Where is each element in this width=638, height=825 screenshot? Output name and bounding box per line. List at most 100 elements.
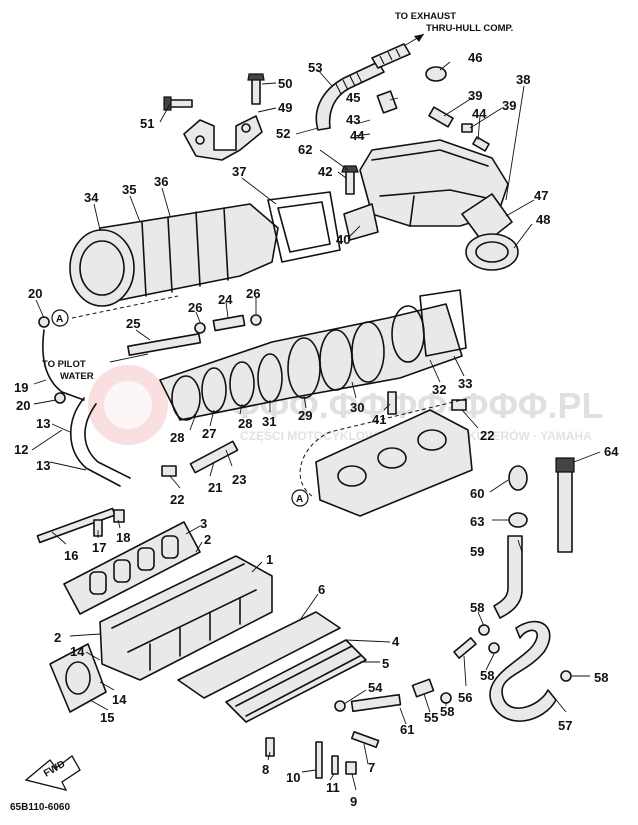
tube-13: [84, 403, 131, 479]
exhaust-note-line2: THRU-HULL COMP.: [426, 23, 513, 34]
callout-56: 56: [458, 690, 472, 705]
callout-14-b: 14: [112, 692, 127, 707]
callout-20-a: 20: [28, 286, 42, 301]
muffler-ribs: [141, 207, 229, 297]
callout-17: 17: [92, 540, 106, 555]
callout-9: 9: [350, 794, 357, 809]
callout-3: 3: [200, 516, 207, 531]
callout-2-b: 2: [54, 630, 61, 645]
callout-7: 7: [368, 760, 375, 775]
hose-59: [493, 535, 523, 619]
callout-32: 32: [432, 382, 446, 397]
callout-1: 1: [266, 552, 273, 567]
sleeve-55: [411, 678, 435, 698]
callout-26-b: 26: [246, 286, 260, 301]
clamp-58-2: [488, 642, 500, 654]
callout-42: 42: [318, 164, 332, 179]
callout-6: 6: [318, 582, 325, 597]
hose-cap: [425, 66, 447, 82]
fitting-39: [428, 106, 454, 128]
bracket-hole-2: [241, 123, 251, 133]
exhaust-arrow-head: [414, 34, 424, 42]
callout-22-b: 22: [480, 428, 494, 443]
manifold-detail: [111, 563, 257, 671]
gasket-15-port: [65, 661, 91, 695]
callout-50: 50: [278, 76, 292, 91]
svg-text:A: A: [296, 494, 303, 505]
callout-19: 19: [14, 380, 28, 395]
gasket-37-inner: [277, 201, 331, 253]
bolt-41: [387, 391, 397, 415]
fitting-44: [472, 136, 490, 152]
thru-hull-hose: [371, 43, 411, 69]
callout-34: 34: [84, 190, 99, 205]
callout-40: 40: [336, 232, 350, 247]
washer-26b: [250, 314, 262, 326]
callouts: 50 49 51 52 53 45 43 44 62 46 38 39 39 4…: [14, 50, 619, 809]
bolt-50: [251, 77, 261, 105]
callout-13-a: 13: [36, 416, 50, 431]
fwd-arrow: FWD: [24, 755, 81, 791]
callout-2-a: 2: [204, 532, 211, 547]
svg-text:A: A: [56, 314, 63, 325]
callout-37: 37: [232, 164, 246, 179]
callout-55: 55: [424, 710, 438, 725]
callout-30: 30: [350, 400, 364, 415]
thru-hull-ribs: [379, 48, 401, 65]
pipe-21: [189, 440, 239, 474]
gasket-37: [267, 191, 341, 263]
callout-46: 46: [468, 50, 482, 65]
callout-58-b: 58: [480, 668, 494, 683]
pipe-64: [557, 469, 573, 553]
callout-25: 25: [126, 316, 140, 331]
callout-16: 16: [64, 548, 78, 563]
stud-11: [331, 755, 339, 775]
callout-8: 8: [262, 762, 269, 777]
callout-63: 63: [470, 514, 484, 529]
nipple-60: [508, 465, 528, 491]
rod-10: [315, 741, 323, 779]
clamp-54: [334, 700, 346, 712]
bolt-51: [169, 99, 193, 108]
clamp-58-1: [478, 624, 490, 636]
bolt-51-head: [163, 96, 172, 111]
gasket-15: [49, 643, 107, 713]
callout-23: 23: [232, 472, 246, 487]
manifold-gasket-ports: [337, 429, 447, 487]
callout-47: 47: [534, 188, 548, 203]
callout-27: 27: [202, 426, 216, 441]
pipe-64-cap: [555, 457, 575, 473]
callout-57: 57: [558, 718, 572, 733]
gasket-3-ports: [89, 535, 179, 595]
pilot-water-note: TO PILOT WATER: [42, 353, 149, 382]
bolt-8: [265, 737, 275, 757]
callout-39-a: 39: [468, 88, 482, 103]
callout-24: 24: [218, 292, 233, 307]
callout-51: 51: [140, 116, 154, 131]
callout-58-a: 58: [440, 704, 454, 719]
exhaust-sleeve: [461, 193, 513, 245]
exhaust-manifold: [99, 555, 273, 681]
callout-11: 11: [326, 780, 340, 795]
callout-64: 64: [604, 444, 619, 459]
callout-35: 35: [122, 182, 136, 197]
callout-48: 48: [536, 212, 550, 227]
callout-36: 36: [154, 174, 168, 189]
water-tube: [42, 329, 85, 401]
callout-44-b: 44: [472, 106, 487, 121]
exhaust-note: TO EXHAUST THRU-HULL COMP.: [395, 11, 513, 47]
callout-41: 41: [372, 412, 386, 427]
clamp-58-3: [440, 692, 452, 704]
leader-lines: [31, 61, 601, 791]
callout-62: 62: [298, 142, 312, 157]
exhaust-flange: [343, 203, 379, 241]
exhaust-chamber-detail: [371, 149, 497, 227]
fitting-22b: [451, 399, 467, 411]
washer-26a: [194, 322, 206, 334]
callout-31: 31: [262, 414, 276, 429]
callout-28-a: 28: [170, 430, 184, 445]
clip-20b: [54, 392, 66, 404]
callout-12: 12: [14, 442, 28, 457]
hose-ribs: [335, 72, 363, 95]
pilot-arrow-shaft: [109, 353, 149, 363]
